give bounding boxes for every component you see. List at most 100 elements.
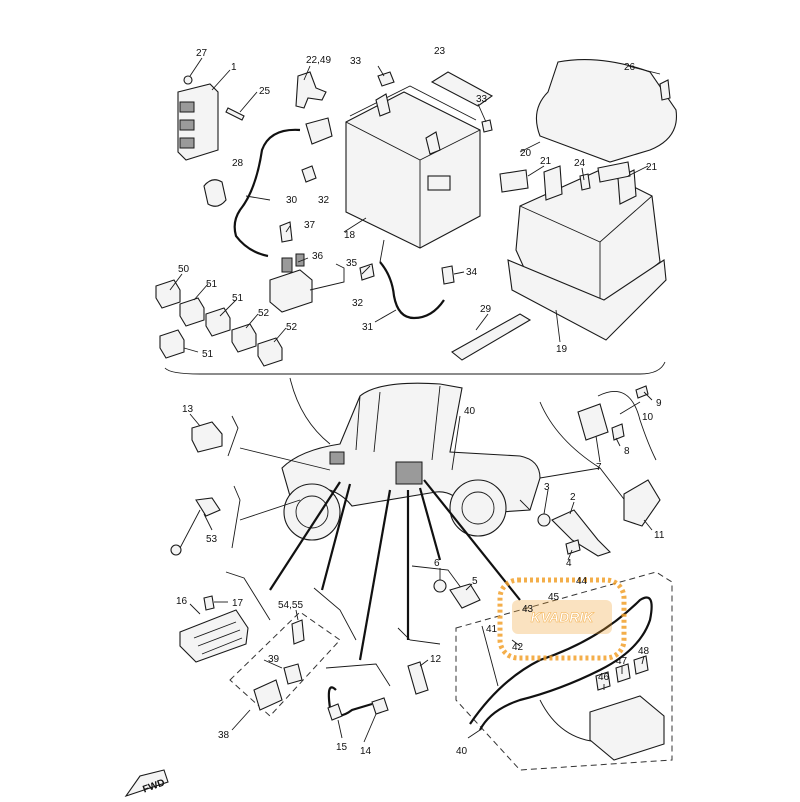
callout-6: 6 bbox=[434, 558, 440, 569]
fuse-48 bbox=[633, 655, 649, 675]
callout-51c: 51 bbox=[202, 349, 214, 360]
callout-15: 15 bbox=[336, 742, 348, 753]
callout-25: 25 bbox=[259, 86, 271, 97]
cable-boot bbox=[305, 117, 333, 145]
callout-1: 1 bbox=[231, 62, 237, 73]
callout-39: 39 bbox=[268, 654, 280, 665]
group-38-box bbox=[229, 611, 341, 717]
sensor-53 bbox=[195, 497, 221, 517]
sensor-7 bbox=[577, 403, 609, 441]
watermark-logo: KVADRIK bbox=[497, 577, 627, 661]
bracket-28 bbox=[203, 179, 227, 207]
key-54-55 bbox=[291, 619, 305, 645]
terminal-22-49 bbox=[295, 71, 327, 109]
callout-48: 48 bbox=[638, 646, 650, 657]
vehicle-section bbox=[170, 377, 661, 661]
bolt-26 bbox=[659, 79, 671, 101]
bolt-17 bbox=[203, 595, 215, 611]
callout-54-55: 54,55 bbox=[278, 600, 303, 611]
top-section bbox=[155, 58, 678, 375]
nut-27 bbox=[183, 75, 193, 85]
sensor-2 bbox=[551, 509, 612, 557]
top-section-bracket bbox=[164, 361, 666, 375]
battery-cover-20[interactable] bbox=[535, 58, 678, 163]
strap-23 bbox=[430, 71, 494, 107]
leader-bracket-right bbox=[539, 401, 641, 521]
leader-15 bbox=[358, 489, 392, 661]
callout-47: 47 bbox=[616, 656, 628, 667]
callout-10: 10 bbox=[642, 412, 654, 423]
callout-7: 7 bbox=[596, 462, 602, 473]
bracket-16 bbox=[225, 571, 271, 621]
leader-53 bbox=[239, 499, 301, 521]
bolt-25 bbox=[225, 107, 245, 121]
utv-vehicle bbox=[281, 382, 541, 541]
callout-14: 14 bbox=[360, 746, 372, 757]
callout-11: 11 bbox=[654, 530, 665, 541]
callout-40b: 40 bbox=[456, 746, 468, 757]
callout-21a: 21 bbox=[540, 156, 552, 167]
connector-14 bbox=[371, 697, 389, 715]
callout-18: 18 bbox=[344, 230, 356, 241]
callout-45: 45 bbox=[548, 592, 560, 603]
fuse-box[interactable] bbox=[589, 695, 665, 761]
callout-35: 35 bbox=[346, 258, 358, 269]
fwd-arrow: FWD bbox=[124, 769, 169, 798]
starter-relay[interactable] bbox=[269, 253, 313, 313]
bracket-12 bbox=[397, 627, 441, 645]
callout-32a: 32 bbox=[318, 195, 330, 206]
harness-box-40 bbox=[455, 571, 673, 771]
ecu-unit[interactable] bbox=[177, 83, 219, 161]
battery[interactable] bbox=[345, 85, 481, 249]
callout-30: 30 bbox=[286, 195, 298, 206]
battery-box-19[interactable] bbox=[499, 161, 667, 341]
bolt-4 bbox=[565, 539, 581, 555]
bolt-33a bbox=[377, 71, 395, 87]
connector-15 bbox=[327, 703, 343, 721]
callout-32b: 32 bbox=[352, 298, 364, 309]
leader-13 bbox=[239, 447, 331, 471]
callout-31: 31 bbox=[362, 322, 374, 333]
callout-43: 43 bbox=[522, 604, 534, 615]
relay-set bbox=[155, 279, 283, 367]
bottom-section bbox=[179, 565, 673, 771]
oring-3 bbox=[537, 513, 551, 527]
callout-2: 2 bbox=[570, 492, 576, 503]
callout-4: 4 bbox=[566, 558, 572, 569]
callout-20: 20 bbox=[520, 148, 532, 159]
leader-43 bbox=[423, 479, 521, 601]
leader-bracket-13 bbox=[227, 415, 239, 457]
callout-46: 46 bbox=[598, 672, 610, 683]
callout-16: 16 bbox=[176, 596, 188, 607]
callout-53: 53 bbox=[206, 534, 218, 545]
callout-9: 9 bbox=[656, 398, 662, 409]
callout-21b: 21 bbox=[646, 162, 658, 173]
callout-40a: 40 bbox=[464, 406, 476, 417]
bolt-8 bbox=[611, 423, 625, 441]
bolt-32a bbox=[301, 165, 317, 183]
callout-22-49: 22,49 bbox=[306, 55, 331, 66]
bolt-33b bbox=[481, 119, 493, 133]
bolt-32b bbox=[359, 263, 375, 281]
leader-38 bbox=[320, 483, 352, 591]
callout-50: 50 bbox=[178, 264, 190, 275]
rectifier-16[interactable] bbox=[179, 609, 249, 663]
leader-3 bbox=[519, 499, 531, 511]
callout-42: 42 bbox=[512, 642, 524, 653]
callout-3: 3 bbox=[544, 482, 550, 493]
bolt-34 bbox=[441, 265, 455, 285]
leader-arc-top bbox=[289, 377, 331, 445]
leader-bracket-53 bbox=[231, 485, 241, 549]
callout-52a: 52 bbox=[258, 308, 270, 319]
part-39 bbox=[283, 663, 303, 685]
bracket-38-right bbox=[313, 587, 357, 641]
callout-52b: 52 bbox=[286, 322, 298, 333]
callout-33a: 33 bbox=[350, 56, 362, 67]
callout-26: 26 bbox=[624, 62, 636, 73]
sensor-53-wire bbox=[179, 509, 201, 549]
battery-cable-31 bbox=[379, 261, 445, 320]
callout-24: 24 bbox=[574, 158, 586, 169]
watermark-text: KVADRIK bbox=[531, 609, 595, 625]
callout-51b: 51 bbox=[232, 293, 244, 304]
